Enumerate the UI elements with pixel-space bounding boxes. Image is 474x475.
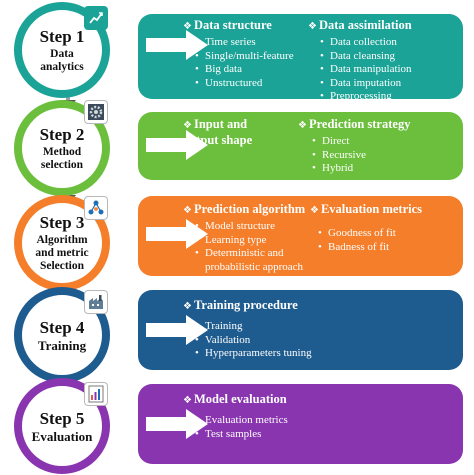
right-arrow-icon [146,315,208,345]
right-arrow-icon [146,409,208,439]
list-item: Time series [195,36,294,50]
step-4-subtitle: Training [37,338,87,353]
step-3-col-evaluation-metrics: ❖Evaluation metrics Goodness of fit Badn… [310,202,422,254]
list-item: Evaluation metrics [195,414,288,428]
list-item: Direct [312,135,410,149]
network-icon [84,196,108,220]
step-5-circle: Step 5 Evaluation [14,378,110,474]
list-item: Training [195,320,312,334]
step-1-subtitle-line-1: Data [50,47,74,60]
step-4-title: Step 4 [39,318,85,337]
chart-doc-icon [84,382,108,406]
step-3-heading-1: ❖Prediction algorithm [183,202,306,216]
step-3-title: Step 3 [39,213,85,232]
right-arrow-icon [146,30,208,60]
step-2-col-prediction-strategy: ❖Prediction strategy Direct Recursive Hy… [298,117,410,176]
diamond-bullet-icon: ❖ [183,205,192,216]
step-5-heading-1: ❖Model evaluation [183,392,287,406]
diamond-bullet-icon: ❖ [183,120,192,131]
list-item: Single/multi-feature [195,50,294,64]
list-item: Badness of fit [318,241,422,255]
step-3-heading-2: ❖Evaluation metrics [310,202,423,216]
list-item: Preprocessing [320,90,412,104]
list-item: Hybrid [312,162,410,176]
step-1-title: Step 1 [39,26,85,46]
diamond-bullet-icon: ❖ [310,205,319,216]
list-item: Data collection [320,36,412,50]
step-1-heading-1: ❖Data structure [183,18,272,32]
right-arrow-icon [146,219,208,249]
step-2-panel: ❖Input and output shape ❖Prediction stra… [138,112,463,180]
step-1-heading-2: ❖Data assimilation [308,18,412,32]
step-3-subtitle-line-3: Selection [39,260,85,272]
step-1-subtitle-line-2: analytics [40,60,84,73]
step-1-col-data-assimilation: ❖Data assimilation Data collection Data … [308,18,412,104]
step-2-circle: Step 2 Method selection [14,100,110,196]
step-2-subtitle-line-2: selection [40,158,84,171]
diamond-bullet-icon: ❖ [298,120,307,131]
gear-icon [84,100,108,124]
list-item: Learning type [195,234,325,248]
factory-icon [84,290,108,314]
diamond-bullet-icon: ❖ [183,21,192,32]
step-4-heading-1: ❖Training procedure [183,298,298,312]
list-item: Goodness of fit [318,227,422,241]
step-2-subtitle-line-1: Method [42,145,82,158]
list-item: Big data [195,63,294,77]
step-3-circle: Step 3 Algorithm and metric Selection [14,195,110,291]
step-3-subtitle-line-1: Algorithm [36,234,88,246]
diamond-bullet-icon: ❖ [183,395,192,406]
step-5-col-model-evaluation: ❖Model evaluation Evaluation metrics Tes… [183,392,288,441]
right-arrow-icon [146,130,208,160]
step-2-title: Step 2 [39,124,85,144]
list-item: Hyperparameters tuning [195,347,312,361]
step-3-panel: ❖Prediction algorithm Model structure Le… [138,196,463,276]
list-item: Data cleansing [320,50,412,64]
step-2-heading-1-line-1: ❖Input and [183,117,248,131]
step-1-panel: ❖Data structure Time series Single/multi… [138,14,463,104]
step-2-heading-2: ❖Prediction strategy [298,117,411,131]
diamond-bullet-icon: ❖ [308,21,317,32]
step-3-subtitle-line-2: and metric [35,247,89,259]
list-item: Data manipulation [320,63,412,77]
step-3-col-prediction-algorithm: ❖Prediction algorithm Model structure Le… [183,202,325,274]
list-item: Unstructured [195,77,294,91]
list-item: Data imputation [320,77,412,91]
diamond-bullet-icon: ❖ [183,301,192,312]
list-item: Deterministic and probabilistic approach [195,247,325,274]
step-4-col-training-procedure: ❖Training procedure Training Validation … [183,298,312,361]
list-item: Model structure [195,220,325,234]
list-item: Validation [195,334,312,348]
list-item: Recursive [312,149,410,163]
step-1-col-data-structure: ❖Data structure Time series Single/multi… [183,18,294,90]
step-5-subtitle: Evaluation [31,429,93,444]
list-item: Test samples [195,428,288,442]
line-chart-icon [84,6,108,30]
step-5-title: Step 5 [39,409,85,428]
